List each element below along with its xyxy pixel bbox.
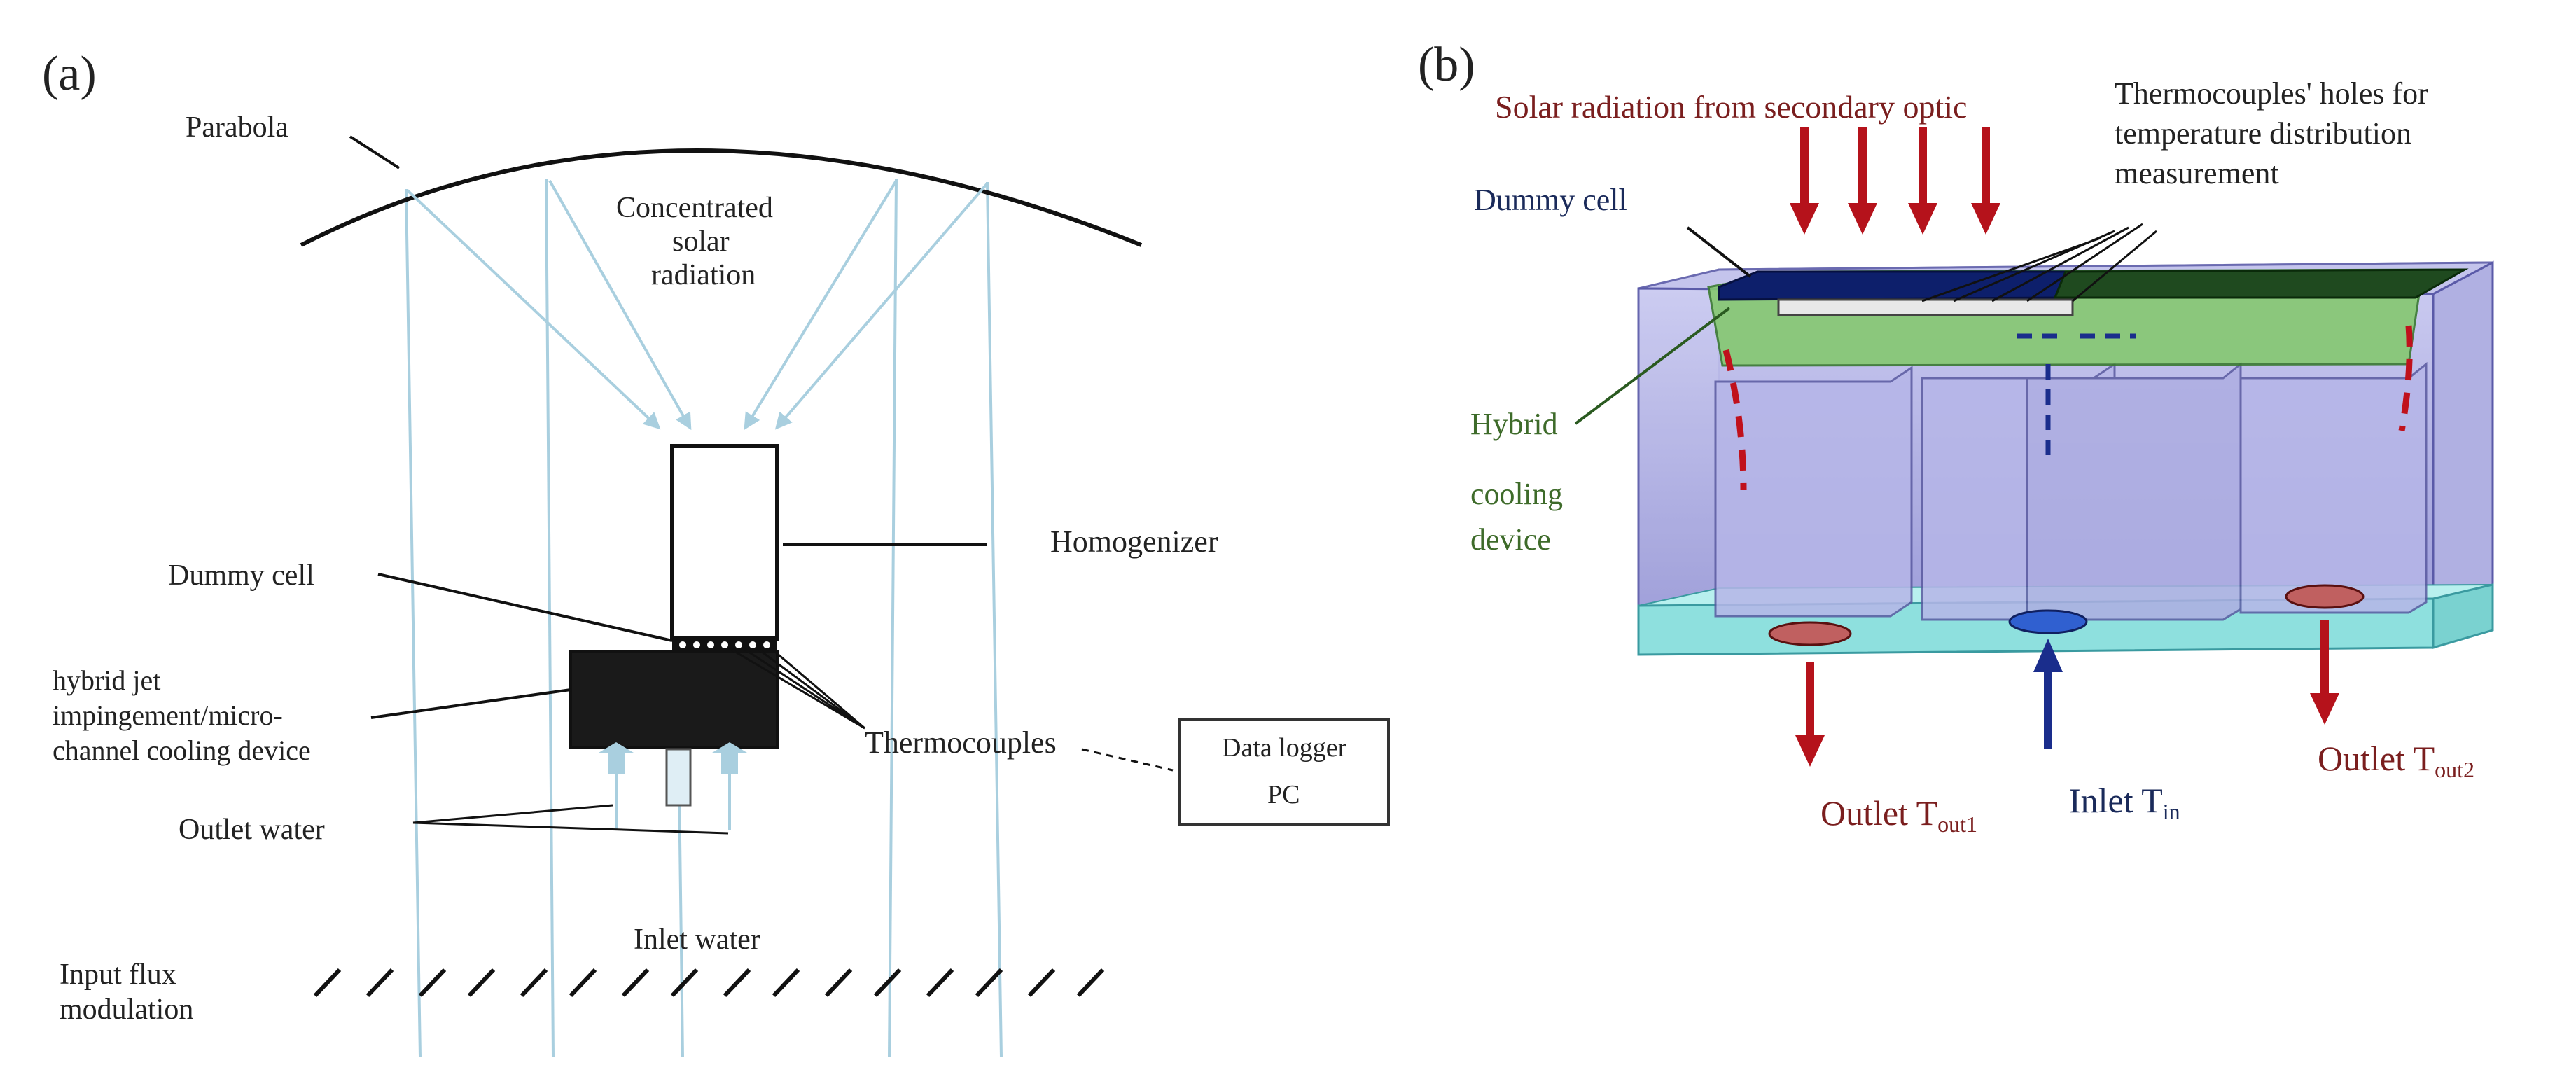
- inlet-disk: [2008, 609, 2088, 634]
- inlet-sub: in: [2163, 799, 2180, 824]
- radiation-label-2: solar: [672, 225, 730, 258]
- panel-b: (b): [1418, 38, 2494, 837]
- dummy-cell-pointer-b: [1686, 226, 1752, 278]
- homogenizer: [670, 444, 779, 641]
- parabola-label: Parabola: [186, 111, 288, 144]
- radiation-label-3: radiation: [651, 259, 756, 291]
- outlet-arrow-left: [1795, 662, 1825, 767]
- vertical-guide-lines: [405, 178, 1003, 1058]
- thermocouples-label: Thermocouples: [865, 725, 1057, 760]
- dummy-cell-label-b: Dummy cell: [1474, 183, 1627, 217]
- cooling-device-pointer: [370, 688, 571, 719]
- dummy-cell-label: Dummy cell: [168, 559, 314, 592]
- cooling-device: [569, 650, 779, 749]
- panel-a: (a) Parabola Concentrated solar radiatio…: [42, 47, 1390, 1058]
- inlet-water-label: Inlet water: [634, 924, 760, 956]
- outlet-arrow-right: [2310, 620, 2339, 725]
- cooling-device-label-3: channel cooling device: [53, 735, 311, 766]
- parabola-pointer: [349, 135, 401, 169]
- data-logger-label: Data logger: [1222, 733, 1347, 763]
- dummy-cell-plate-green: [2053, 268, 2469, 299]
- panel-b-label: (b): [1418, 38, 1475, 92]
- inlet-arrow: [2033, 639, 2063, 749]
- thermocouple-holes-label-2: temperature distribution: [2115, 116, 2411, 151]
- outlet2-sub: out2: [2435, 757, 2474, 782]
- homogenizer-label: Homogenizer: [1050, 524, 1218, 559]
- concentrated-rays: [406, 179, 989, 431]
- outlet-water-label: Outlet water: [179, 814, 325, 846]
- outlet-disk-right: [2285, 584, 2365, 609]
- thermocouple-holes-label-1: Thermocouples' holes for: [2115, 76, 2428, 111]
- inlet-label: Inlet Tin: [2069, 781, 2180, 824]
- box-right-face: [2432, 260, 2494, 600]
- outlet1-label: Outlet Tout1: [1820, 793, 1977, 837]
- data-logger-connector: [1081, 748, 1174, 772]
- input-flux-label-1: Input flux: [60, 959, 176, 991]
- thermocouple-lines: [727, 646, 865, 730]
- panel-a-label: (a): [42, 47, 97, 101]
- hybrid-device-label-3: device: [1470, 522, 1551, 557]
- dummy-cell-pointer: [377, 573, 673, 642]
- hybrid-device-label-1: Hybrid: [1470, 407, 1558, 441]
- data-logger-box: [1178, 718, 1390, 826]
- solar-radiation-label: Solar radiation from secondary optic: [1495, 89, 1967, 125]
- radiation-label-1: Concentrated: [616, 192, 773, 224]
- outlet1-sub: out1: [1937, 812, 1977, 837]
- pc-label: PC: [1267, 780, 1300, 809]
- internal-flow-blue: [2017, 333, 2136, 455]
- cooling-device-label-2: impingement/micro-: [53, 699, 283, 731]
- dummy-cell-dots: [679, 641, 770, 648]
- inlet-pipe: [665, 748, 692, 807]
- box-base-right: [2432, 583, 2494, 650]
- thermocouple-holes-label-3: measurement: [2115, 156, 2279, 190]
- solar-arrows: [1790, 127, 2000, 235]
- input-flux-label-2: modulation: [60, 994, 193, 1026]
- hybrid-device-pointer: [1574, 307, 1731, 425]
- internal-flow-red: [1722, 325, 2413, 491]
- outlet-disk-left: [1768, 621, 1852, 646]
- outlet-pointer-1: [412, 804, 613, 824]
- hybrid-device-label-2: cooling: [1470, 477, 1563, 511]
- outlet-pointer-2: [412, 821, 729, 835]
- cooling-device-label-1: hybrid jet: [53, 664, 160, 696]
- outlet-pipe-left: [599, 742, 634, 830]
- dummy-cell-base: [1777, 298, 2074, 316]
- inner-chambers: [1714, 361, 2428, 621]
- outlet-pipe-right: [712, 742, 747, 830]
- thermocouple-hole-lines: [1921, 223, 2157, 302]
- flux-modulation-hatches: [313, 968, 1105, 998]
- outlet2-label: Outlet Tout2: [2318, 739, 2474, 782]
